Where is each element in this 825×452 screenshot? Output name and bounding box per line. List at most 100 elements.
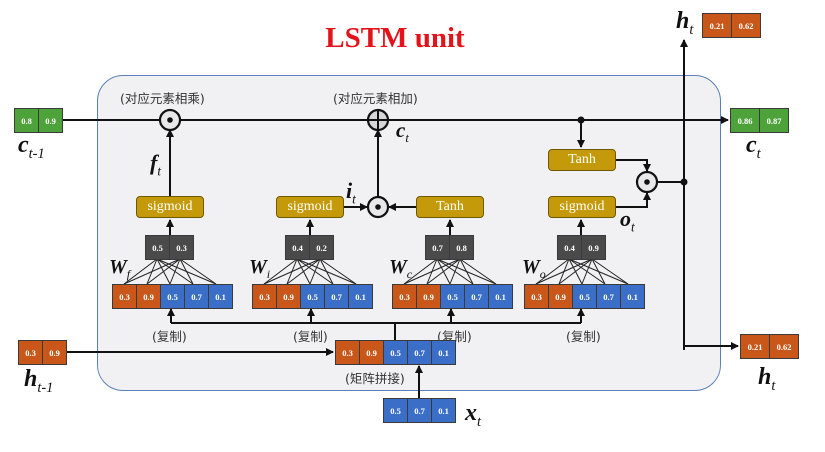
vector-cell: 0.1 xyxy=(620,284,645,309)
cell-tanh: Tanh xyxy=(548,149,616,171)
vector-cell: 0.9 xyxy=(548,284,573,309)
vector-cell: 0.9 xyxy=(42,340,67,365)
vector-cell: 0.9 xyxy=(359,340,384,365)
weight-edge xyxy=(156,258,217,285)
w-o-symbol: Wo xyxy=(522,256,546,281)
vector-cell: 0.8 xyxy=(14,108,39,133)
concat-label: (矩阵拼接) xyxy=(345,371,405,386)
vector-cell: 0.7 xyxy=(407,340,432,365)
o-t-symbol: ot xyxy=(620,206,635,235)
weight-edge xyxy=(179,258,217,285)
weight-edge xyxy=(568,258,583,285)
weight-edge xyxy=(296,258,334,285)
output-gate-line xyxy=(616,192,651,208)
vector-cell: 0.21 xyxy=(702,13,732,38)
vector-cell: 0.9 xyxy=(416,284,441,309)
weight-edge xyxy=(156,258,194,285)
vector-cell: 0.7 xyxy=(407,398,432,423)
weight-edge xyxy=(568,258,629,285)
vector-cell: 0.5 xyxy=(145,235,170,260)
vector-cell: 0.5 xyxy=(300,284,325,309)
multiply-label: (对应元素相乘) xyxy=(120,91,205,106)
vector-cell: 0.1 xyxy=(488,284,513,309)
w-f-symbol: Wf xyxy=(109,256,131,281)
vector-cell: 0.1 xyxy=(208,284,233,309)
c-t-symbol: ct xyxy=(396,118,409,146)
lstm-unit-panel xyxy=(97,75,721,391)
vector-cell: 0.5 xyxy=(160,284,185,309)
tanh-to-output-line xyxy=(616,159,651,172)
junction-dot xyxy=(680,178,688,186)
f-t-symbol: ft xyxy=(150,150,161,179)
vector-cell: 0.7 xyxy=(425,235,450,260)
vector-cell: 0.3 xyxy=(169,235,194,260)
vector-cell: 0.9 xyxy=(276,284,301,309)
weight-edge xyxy=(436,258,451,285)
weight-edge xyxy=(426,258,438,285)
weight-edge xyxy=(459,258,497,285)
weight-edge xyxy=(156,258,171,285)
w-i-symbol: Wi xyxy=(249,256,271,281)
weight-edge xyxy=(296,258,311,285)
vector-cell: 0.87 xyxy=(759,108,789,133)
weight-edge xyxy=(263,258,298,285)
vector-cell: 0.7 xyxy=(184,284,209,309)
add-label: (对应元素相加) xyxy=(333,91,418,106)
copy-label: (复制) xyxy=(152,329,187,344)
diagram-title: LSTM unit xyxy=(325,22,465,54)
vector-cell: 0.86 xyxy=(730,108,760,133)
output-multiply-op xyxy=(635,170,659,194)
vector-cell: 0.1 xyxy=(431,398,456,423)
output-gate-sigmoid: sigmoid xyxy=(548,196,616,218)
weight-edge xyxy=(436,258,474,285)
vector-cell: 0.9 xyxy=(581,235,606,260)
vector-cell: 0.4 xyxy=(285,235,310,260)
weight-edge xyxy=(403,258,438,285)
vector-cell: 0.5 xyxy=(383,340,408,365)
copy-label: (复制) xyxy=(566,329,601,344)
vector-cell: 0.1 xyxy=(348,284,373,309)
weight-edge xyxy=(591,258,629,285)
weight-edge xyxy=(123,258,158,285)
vector-cell: 0.5 xyxy=(440,284,465,309)
vector-cell: 0.62 xyxy=(731,13,761,38)
forget-multiply-op xyxy=(158,108,182,132)
vector-cell: 0.3 xyxy=(335,340,360,365)
vector-cell: 0.3 xyxy=(112,284,137,309)
weight-edge xyxy=(535,258,570,285)
vector-cell: 0.7 xyxy=(596,284,621,309)
weight-edge xyxy=(558,258,570,285)
h-right-line xyxy=(683,182,739,350)
weight-edge xyxy=(296,258,357,285)
vector-cell: 0.3 xyxy=(252,284,277,309)
vector-cell: 0.9 xyxy=(38,108,63,133)
h-top-symbol: ht xyxy=(676,8,694,38)
vector-cell: 0.9 xyxy=(136,284,161,309)
input-gate-sigmoid: sigmoid xyxy=(276,196,344,218)
vector-cell: 0.3 xyxy=(18,340,43,365)
vector-cell: 0.7 xyxy=(464,284,489,309)
vector-cell: 0.5 xyxy=(572,284,597,309)
forget-gate-sigmoid: sigmoid xyxy=(136,196,204,218)
weight-edge xyxy=(286,258,298,285)
junction-dot xyxy=(577,116,585,124)
vector-cell: 0.21 xyxy=(740,334,770,359)
weight-edge xyxy=(146,258,158,285)
h-prev-symbol: ht-1 xyxy=(24,366,54,396)
vector-cell: 0.7 xyxy=(324,284,349,309)
